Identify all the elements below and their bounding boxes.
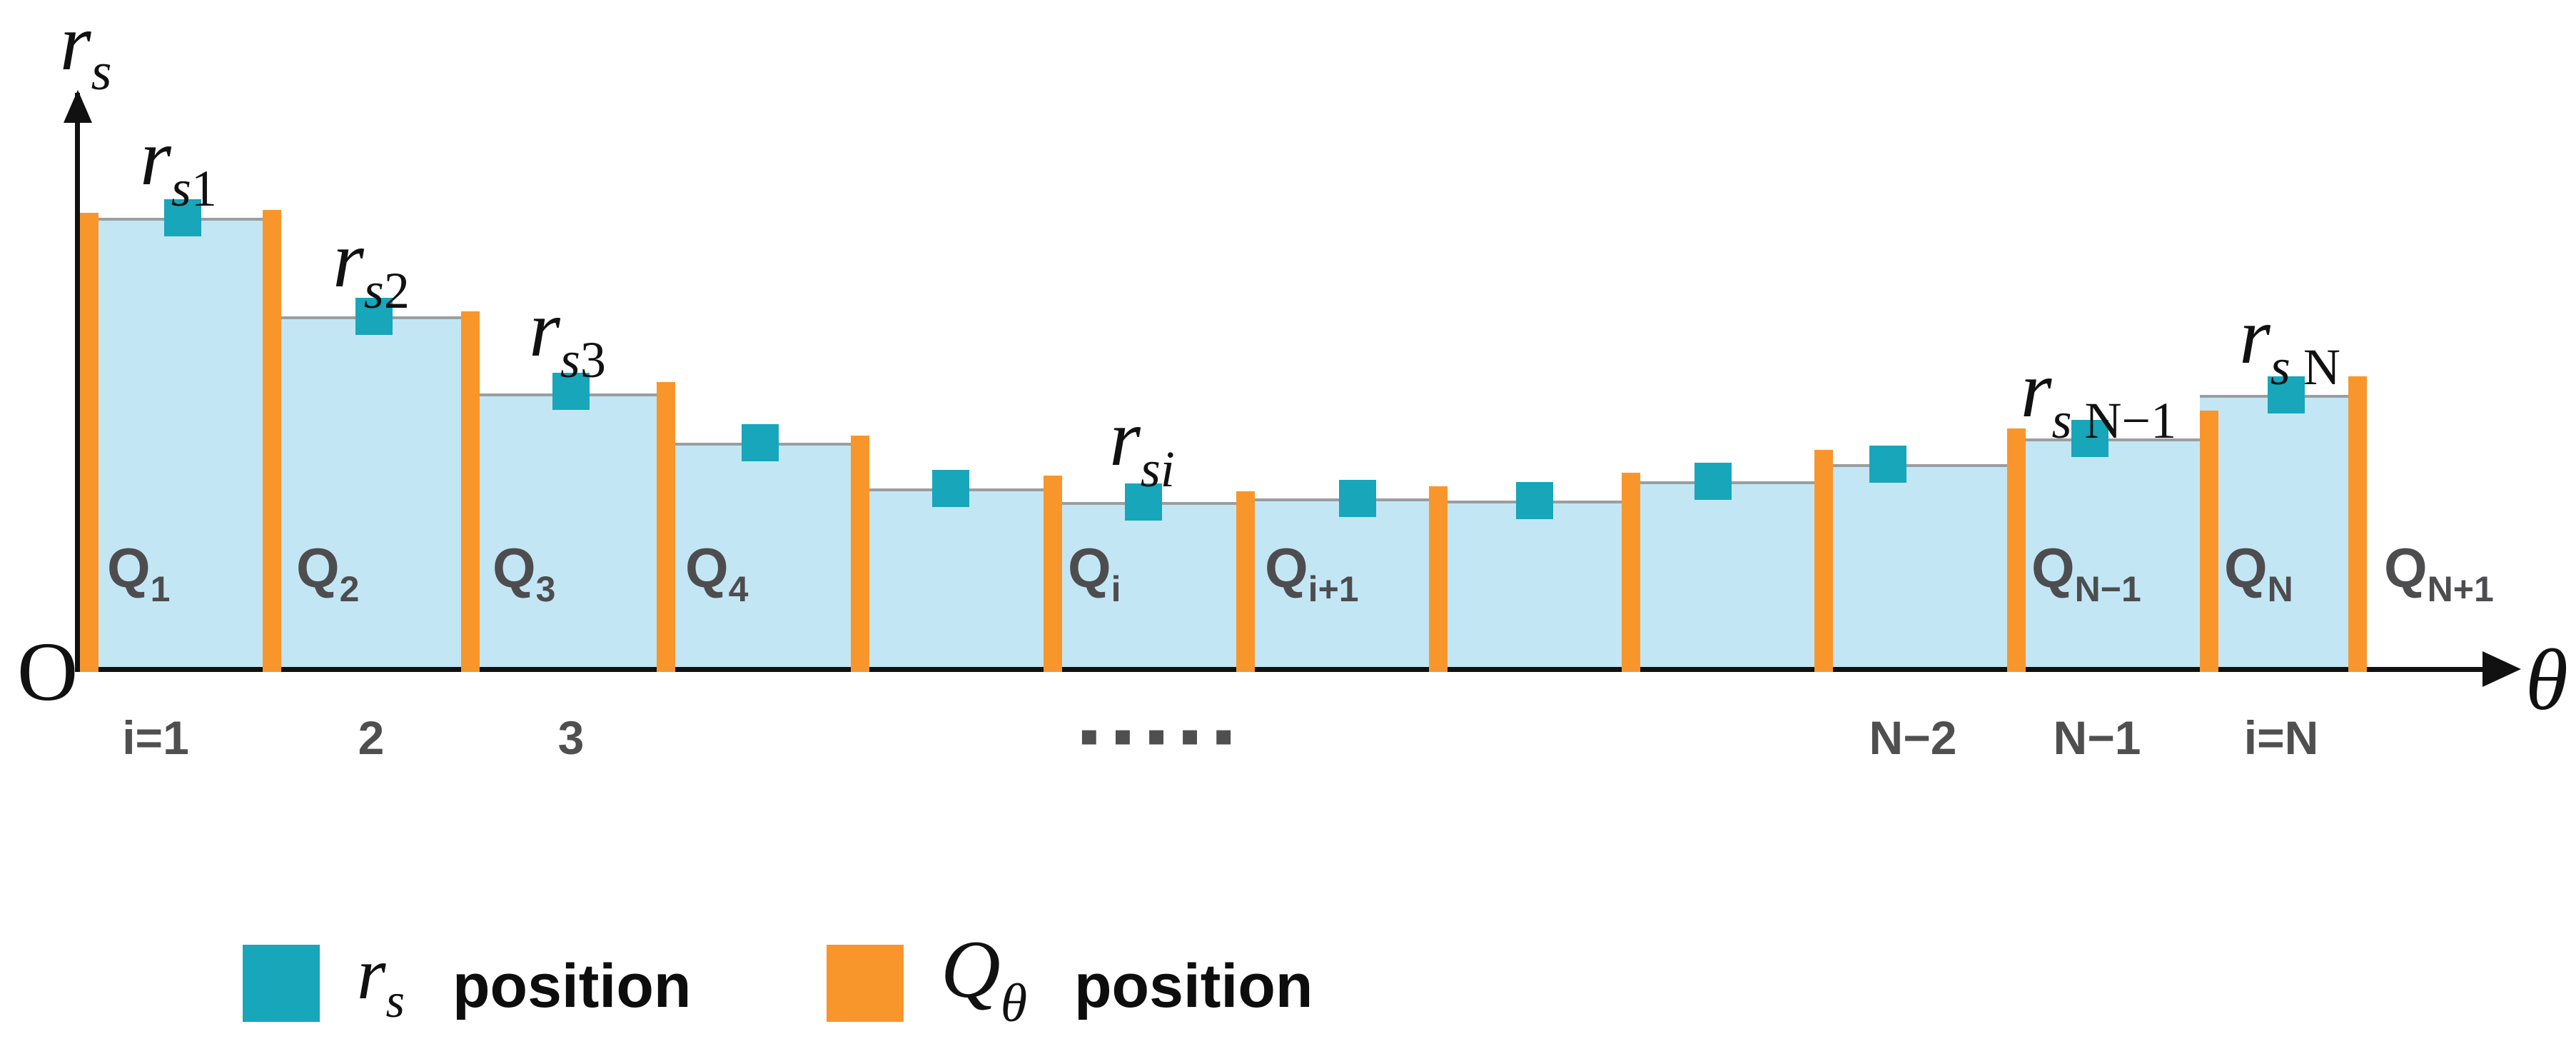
q-bin-label: QN−1	[2031, 536, 2141, 609]
rs-value-label: rs N	[2239, 292, 2340, 396]
q-theta-legend-label: position	[1074, 952, 1313, 1020]
rs-legend-symbol: rs	[357, 937, 405, 1025]
y-axis-label-main: r	[60, 0, 91, 87]
q-bin-label: Q1	[107, 536, 171, 609]
rs-position-marker	[1869, 446, 1906, 483]
histogram-bar	[1429, 501, 1640, 671]
q-theta-position-bar	[2007, 428, 2026, 672]
x-axis-arrow-icon	[2482, 651, 2521, 687]
x-axis-tick-label: i=N	[2243, 711, 2319, 764]
histogram-bar	[2200, 395, 2367, 671]
rs-position-marker	[552, 373, 590, 410]
q-theta-position-bar	[1044, 476, 1062, 672]
x-axis-line	[75, 667, 2495, 672]
q-bin-label: Qi	[1068, 536, 1121, 609]
rs-position-marker	[355, 298, 393, 335]
histogram-bar	[657, 443, 869, 671]
histogram-bar	[851, 488, 1062, 671]
y-axis-arrow-icon	[64, 90, 92, 123]
q-theta-position-bar	[1429, 486, 1448, 672]
rs-legend-swatch-icon	[243, 945, 320, 1022]
y-axis-label: rs	[60, 3, 111, 99]
q-theta-position-bar	[461, 311, 480, 672]
q-bin-label: QN	[2224, 536, 2293, 609]
origin-label: O	[17, 625, 79, 718]
histogram-bar	[2007, 438, 2218, 671]
histogram-bar	[1814, 464, 2026, 671]
x-axis-tick-label: N−1	[2053, 711, 2141, 764]
y-axis-line	[75, 93, 80, 671]
rs-position-marker	[742, 424, 779, 461]
q-theta-position-bar	[1622, 473, 1640, 672]
rs-value-label: rs2	[333, 216, 410, 319]
y-axis-label-sub: s	[91, 43, 112, 101]
rs-legend-label: position	[453, 952, 692, 1020]
rs-value-label: rs1	[140, 114, 217, 217]
q-theta-legend-symbol: Qθ	[941, 928, 1027, 1030]
rs-value-label: rs3	[529, 285, 606, 388]
rs-position-marker	[2071, 420, 2108, 457]
q-bin-label: Qi+1	[1265, 536, 1359, 609]
rs-position-marker	[164, 199, 201, 236]
rs-legend-symbol-main: r	[357, 933, 386, 1015]
x-axis-tick-label: 3	[557, 711, 585, 764]
rs-value-label: rsi	[1109, 394, 1175, 498]
q-bin-label: Q3	[493, 536, 556, 609]
histogram-bar	[461, 393, 675, 671]
x-axis-ellipsis-dots: ▪▪▪▪▪	[1079, 719, 1248, 752]
rs-position-marker	[1125, 483, 1162, 521]
histogram-bar	[1622, 481, 1833, 671]
rs-legend-symbol-sub: s	[385, 973, 405, 1028]
histogram-bar	[263, 316, 480, 671]
q-theta-legend-symbol-sub: θ	[1000, 973, 1028, 1033]
q-theta-position-bar	[80, 213, 99, 672]
q-theta-position-bar	[1814, 450, 1833, 672]
q-bin-label: Q2	[296, 536, 360, 609]
histogram-bar	[80, 218, 281, 671]
rs-position-marker	[1339, 480, 1376, 517]
q-theta-position-bar	[2348, 376, 2367, 672]
rs-position-marker	[932, 470, 969, 507]
x-axis-tick-label: i=1	[122, 711, 189, 764]
x-axis-tick-label: N−2	[1869, 711, 1957, 764]
rs-position-marker	[1516, 482, 1553, 519]
rs-position-marker	[2268, 376, 2305, 413]
rs-position-marker	[1694, 463, 1732, 500]
q-theta-position-bar	[2200, 411, 2218, 672]
q-theta-position-bar	[263, 210, 281, 672]
x-axis-label: θ	[2525, 632, 2568, 728]
q-theta-position-bar	[851, 436, 869, 672]
x-axis-tick-label: 2	[358, 711, 385, 764]
q-bin-label: Q4	[685, 536, 749, 609]
rs-value-label: rs N−1	[2020, 346, 2177, 449]
q-bin-label: QN+1	[2384, 536, 2494, 609]
q-theta-position-bar	[1236, 491, 1255, 672]
q-theta-position-bar	[657, 382, 675, 672]
q-theta-legend-symbol-main: Q	[941, 924, 1001, 1015]
q-theta-legend-swatch-icon	[827, 945, 904, 1022]
